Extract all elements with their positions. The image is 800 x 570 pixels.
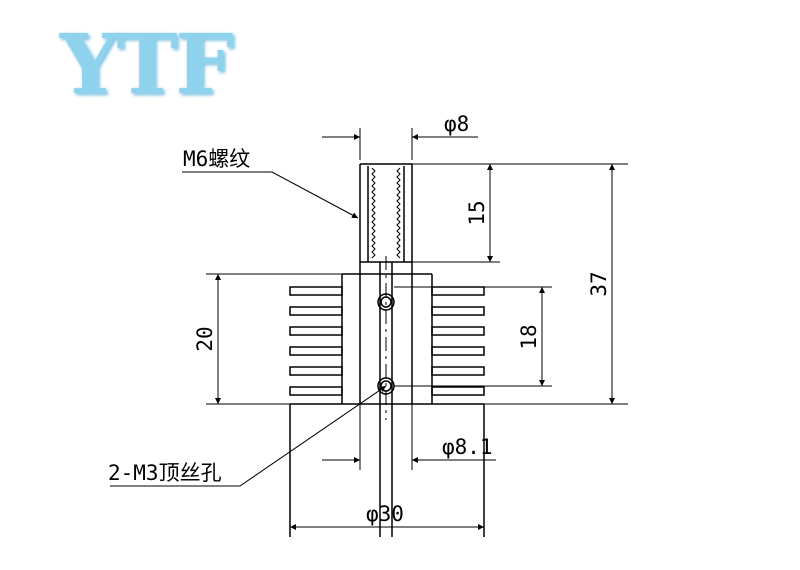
hole-spacing-label: 18 — [517, 324, 541, 349]
set-screw-label: 2-M3顶丝孔 — [108, 461, 222, 485]
tube-diameter-label: φ8 — [444, 112, 469, 136]
total-height-label: 37 — [587, 271, 611, 296]
outer-diameter-label: φ30 — [366, 502, 404, 526]
heatsink-body — [289, 273, 485, 537]
dimension-lines — [215, 134, 615, 530]
cooling-fins — [289, 286, 485, 396]
leader-lines — [110, 171, 387, 487]
bore-diameter-label: φ8.1 — [442, 435, 493, 459]
thread-length-label: 15 — [465, 200, 489, 225]
thread-label: M6螺纹 — [183, 147, 250, 171]
extension-lines — [206, 128, 628, 470]
brand-logo: YTF — [60, 17, 234, 113]
block-height-label: 20 — [193, 326, 217, 351]
